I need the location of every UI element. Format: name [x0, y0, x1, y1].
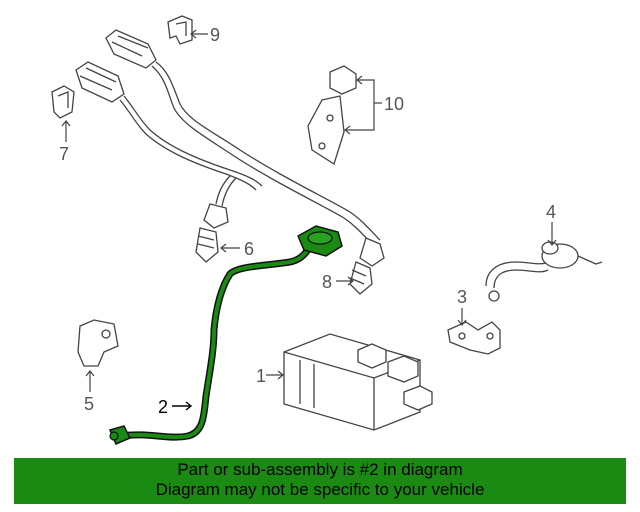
- svg-text:2: 2: [158, 397, 168, 417]
- svg-text:1: 1: [256, 366, 266, 386]
- part-8-harness[interactable]: [105, 29, 385, 295]
- callout-9: 9: [190, 25, 220, 45]
- callout-3: 3: [457, 287, 467, 326]
- callout-1: 1: [256, 366, 284, 386]
- callout-10: 10: [344, 75, 404, 135]
- banner-line-1: Part or sub-assembly is #2 in diagram: [177, 460, 463, 479]
- svg-text:4: 4: [546, 202, 556, 222]
- callout-2: 2: [158, 397, 193, 417]
- info-banner: Part or sub-assembly is #2 in diagram Di…: [14, 458, 626, 504]
- part-9-clip[interactable]: [167, 15, 193, 45]
- svg-text:8: 8: [322, 272, 332, 292]
- part-4-hose[interactable]: [485, 241, 603, 302]
- svg-text:9: 9: [210, 25, 220, 45]
- callout-7: 7: [59, 120, 71, 164]
- svg-text:7: 7: [59, 144, 69, 164]
- part-5-sensor[interactable]: [77, 319, 119, 367]
- part-3-bracket[interactable]: [447, 321, 501, 355]
- parts-diagram: 9 8 10 7: [51, 15, 603, 445]
- callout-6: 6: [220, 239, 254, 259]
- part-1-canister[interactable]: [283, 333, 433, 431]
- part-10-bracket[interactable]: [307, 65, 357, 166]
- svg-text:10: 10: [384, 94, 404, 114]
- svg-text:5: 5: [84, 394, 94, 414]
- callout-5: 5: [84, 370, 95, 414]
- banner-line-2: Diagram may not be specific to your vehi…: [155, 480, 485, 499]
- part-2-harness-highlighted[interactable]: [108, 225, 343, 445]
- part-7-clip[interactable]: [51, 85, 75, 119]
- svg-text:3: 3: [457, 287, 467, 307]
- callout-8: 8: [322, 272, 354, 292]
- part-6-harness[interactable]: [75, 61, 263, 263]
- svg-text:6: 6: [244, 239, 254, 259]
- callout-4: 4: [546, 202, 557, 246]
